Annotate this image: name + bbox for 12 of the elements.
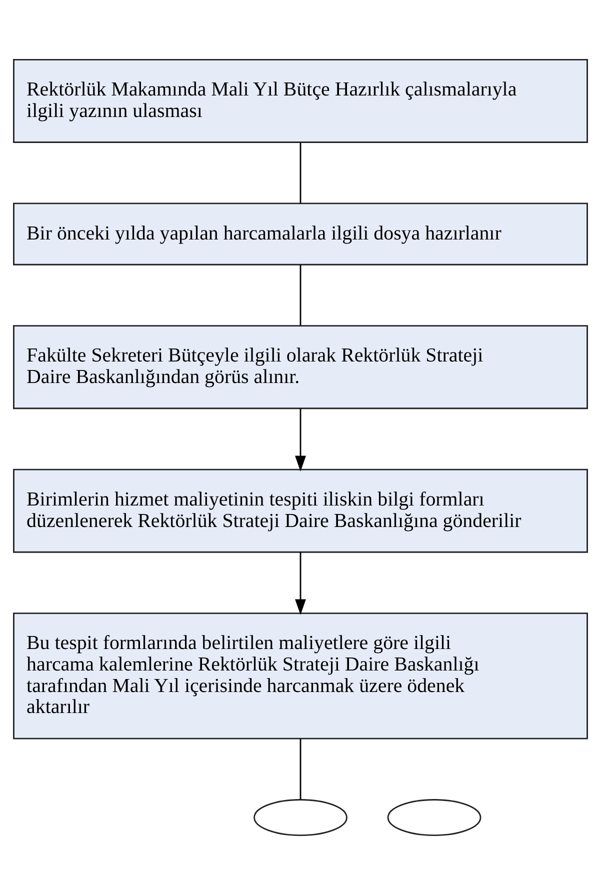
connector bbox=[300, 738, 302, 800]
node-box: Bir önceki yılda yapılan harcamalarla ilgili dosya hazırlanır bbox=[13, 202, 588, 265]
node-box: Rektörlük Makamında Mali Yıl Bütçe Hazırlık çalısmalarıyla ilgili yazının ulasması bbox=[13, 58, 588, 142]
node-box: Bu tespit formlarında belirtilen maliyetlere göre ilgili harcama kalemlerine Rektörlük Strateji Daire Baskanlığı tarafından Mali Yıl içerisinde harcanmak üzere ödenek aktarılır bbox=[13, 612, 588, 739]
node-box: Birimlerin hizmet maliyetinin tespiti iliskin bilgi formları düzenlenerek Rektörlük Strateji Daire Baskanlığına gönderilir bbox=[13, 468, 588, 552]
connector bbox=[300, 264, 302, 325]
arrow bbox=[295, 552, 306, 614]
node-arc bbox=[387, 798, 482, 836]
node-arc bbox=[254, 798, 348, 836]
node-box: Fakülte Sekreteri Bütçeyle ilgili olarak Rektörlük Strateji Daire Baskanlığından görüs alınır. bbox=[13, 324, 588, 409]
arrow bbox=[295, 408, 306, 471]
connector bbox=[300, 142, 302, 203]
